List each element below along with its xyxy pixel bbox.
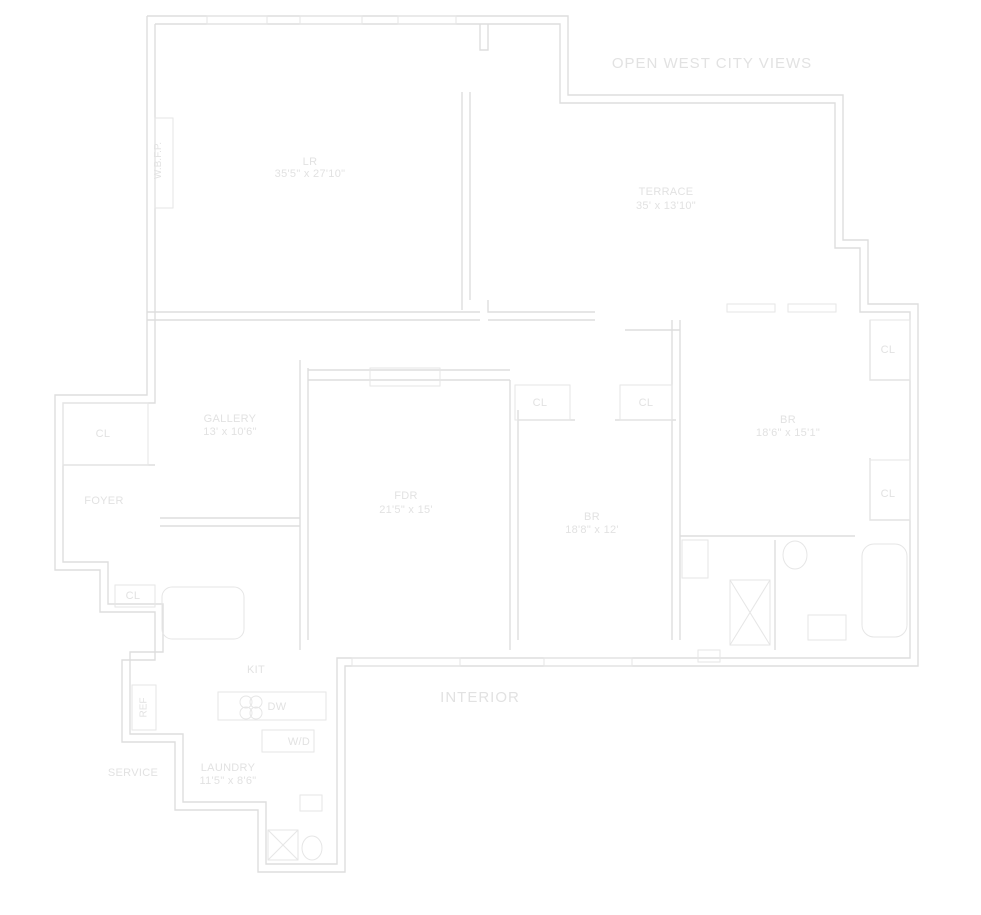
closet-label: CL <box>880 488 896 500</box>
foyer-name: FOYER <box>84 495 124 507</box>
terrace-dims: 35' x 13'10" <box>635 200 697 212</box>
interior-walls <box>63 24 910 650</box>
closet-label: CL <box>638 397 654 409</box>
closet-label: CL <box>95 428 111 440</box>
closet-outlines <box>62 319 911 608</box>
windows <box>206 15 837 667</box>
br-mid-name: BR <box>584 511 600 523</box>
closet-label: CL <box>125 590 141 602</box>
fdr-dims: 21'5" x 15' <box>379 504 433 516</box>
lr-name: LR <box>302 156 318 168</box>
exterior-walls <box>54 15 919 873</box>
br-right-name: BR <box>780 414 796 426</box>
br-right-dims: 18'6" x 15'1" <box>755 427 821 439</box>
closet-label: CL <box>532 397 548 409</box>
laundry-name: LAUNDRY <box>200 762 256 774</box>
gallery-dims: 13' x 10'6" <box>203 426 257 438</box>
terrace-name: TERRACE <box>638 186 694 198</box>
laundry-dims: 11'5" x 8'6" <box>199 775 257 787</box>
service-entry-label: SERVICE <box>107 767 159 779</box>
dishwasher-label: DW <box>267 701 287 713</box>
kit-name: KIT <box>246 664 266 676</box>
washer-dryer-label: W/D <box>287 736 311 748</box>
refrigerator-label: REF <box>138 697 150 718</box>
exposure-label: OPEN WEST CITY VIEWS <box>611 55 813 72</box>
lr-dims: 35'5" x 27'10" <box>274 168 346 180</box>
br-mid-dims: 18'8" x 12' <box>565 524 619 536</box>
fdr-name: FDR <box>394 490 418 502</box>
orientation-label: INTERIOR <box>440 689 520 706</box>
fireplace-label: W.B.F.P. <box>153 141 165 180</box>
gallery-name: GALLERY <box>203 413 257 425</box>
fixtures <box>131 117 908 861</box>
closet-label: CL <box>880 344 896 356</box>
